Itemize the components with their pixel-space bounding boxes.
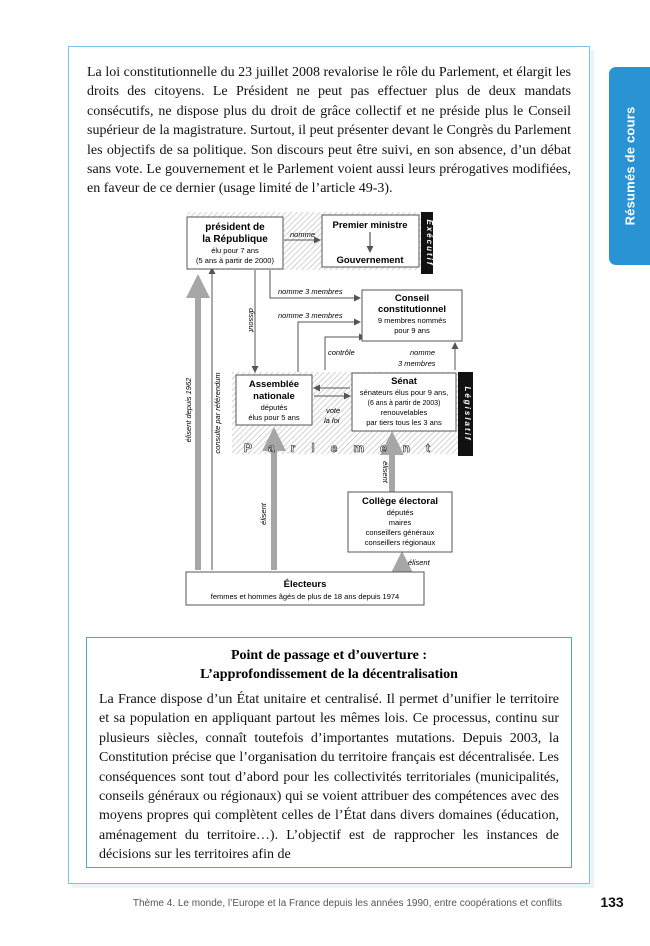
gouvernement-label: Gouvernement: [336, 255, 404, 266]
label-vote-a: vote: [326, 406, 340, 415]
intro-paragraph: La loi constitutionnelle du 23 juillet 2…: [87, 65, 571, 197]
president-box: président de la République élu pour 7 an…: [186, 216, 284, 270]
assemblee-line1: députés: [261, 403, 288, 412]
president-title1: président de: [205, 222, 265, 233]
senat-title: Sénat: [391, 376, 418, 387]
legislatif-label: Législatif: [463, 386, 472, 441]
college-line3: conseillers généraux: [366, 528, 435, 537]
label-elisent-senat: élisent: [381, 461, 390, 484]
assemblee-nationale-box: Assemblée nationale députés élus pour 5 …: [235, 374, 313, 426]
arrow-president-conseil: [269, 270, 361, 302]
box-text: La France dispose d’un État unitaire et …: [99, 692, 559, 863]
arrow-controle: [324, 333, 366, 370]
label-nomme-3-membres-2: nomme 3 membres: [278, 311, 343, 320]
label-nomme-senat-b: 3 membres: [398, 359, 436, 368]
executif-tag: [421, 212, 433, 274]
footer-theme: Thème 4. Le monde, l’Europe et la France…: [132, 898, 562, 909]
assemblee-line2: élus pour 5 ans: [248, 413, 300, 422]
college-title: Collège électoral: [362, 496, 438, 507]
conseil-title1: Conseil: [395, 293, 429, 304]
president-title2: la République: [202, 234, 268, 245]
senat-line2: (6 ans à partir de 2003): [368, 400, 441, 407]
label-elisent-depuis-1962: élisent depuis 1962: [184, 377, 193, 442]
conseil-line1: 9 membres nommés: [378, 316, 447, 325]
college-line1: députés: [387, 508, 414, 517]
assemblee-title1: Assemblée: [249, 379, 299, 390]
president-line1: élu pour 7 ans: [211, 246, 259, 255]
content-frame: [68, 46, 590, 884]
executif-label: Exécutif: [425, 219, 434, 266]
decentralisation-box: Point de passage et d’ouverture : L’appr…: [86, 637, 572, 868]
legislatif-tag: [458, 372, 473, 456]
parlement-label: Parlement: [244, 441, 446, 455]
box-title: Point de passage et d’ouverture : L’appr…: [87, 646, 571, 684]
box-title-line1: Point de passage et d’ouverture :: [230, 648, 428, 663]
label-nomme: nomme: [290, 230, 315, 239]
assemblee-title2: nationale: [253, 391, 295, 402]
label-controle: contrôle: [328, 348, 355, 357]
premier-ministre-label: Premier ministre: [333, 220, 408, 231]
senat-box: Sénat sénateurs élus pour 9 ans, (6 ans …: [351, 372, 457, 432]
college-line4: conseillers régionaux: [365, 538, 436, 547]
president-line2: (5 ans à partir de 2000): [196, 256, 274, 265]
box-title-line2: L’approfondissement de la décentralisati…: [200, 667, 458, 682]
side-tab-label: Résumés de cours: [622, 106, 637, 226]
label-nomme-3-membres-1: nomme 3 membres: [278, 287, 343, 296]
label-vote-b: la loi: [324, 416, 340, 425]
senat-line1: sénateurs élus pour 9 ans,: [360, 388, 448, 397]
gouvernement-box: Premier ministre Gouvernement: [321, 214, 420, 268]
college-electoral-box: Collège électoral députés maires conseil…: [347, 491, 453, 553]
conseil-constitutionnel-box: Conseil constitutionnel 9 membres nommés…: [361, 289, 463, 342]
conseil-title2: constitutionnel: [378, 304, 446, 315]
label-consulte-referendum: consulte par référendum: [213, 372, 222, 453]
electeurs-title: Électeurs: [284, 579, 327, 590]
conseil-line2: pour 9 ans: [394, 326, 430, 335]
electeurs-box: Électeurs femmes et hommes âgés de plus …: [185, 571, 425, 606]
electeurs-line1: femmes et hommes âgés de plus de 18 ans …: [211, 592, 399, 601]
college-line2: maires: [389, 518, 412, 527]
label-elisent-assemblee: élisent: [259, 502, 268, 525]
senat-line4: par tiers tous les 3 ans: [366, 418, 442, 427]
side-tab-resumes[interactable]: Résumés de cours: [609, 67, 650, 265]
label-elisent-college: élisent: [408, 558, 431, 567]
page-number: 133: [600, 894, 624, 910]
label-nomme-senat-a: nomme: [410, 348, 435, 357]
arrow-assemblee-conseil: [297, 318, 361, 372]
institutions-diagram: président de la République élu pour 7 an…: [184, 212, 473, 606]
senat-line3: renouvelables: [381, 408, 428, 417]
label-dissout: dissout: [247, 308, 256, 333]
